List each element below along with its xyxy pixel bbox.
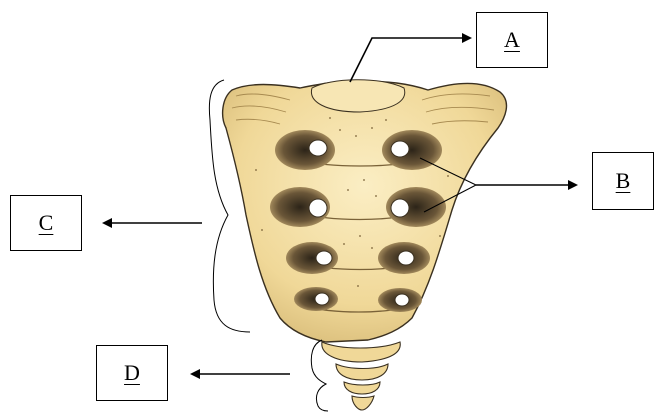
label-box-d: D [96, 345, 168, 401]
label-c: C [39, 210, 54, 236]
label-d: D [124, 360, 140, 386]
label-box-c: C [10, 195, 82, 251]
coccyx [322, 342, 400, 410]
sacral-base [311, 80, 404, 112]
arrow-a [350, 38, 470, 82]
label-box-b: B [592, 152, 654, 210]
label-box-a: A [476, 12, 548, 68]
label-a: A [504, 27, 520, 53]
label-b: B [616, 168, 631, 194]
